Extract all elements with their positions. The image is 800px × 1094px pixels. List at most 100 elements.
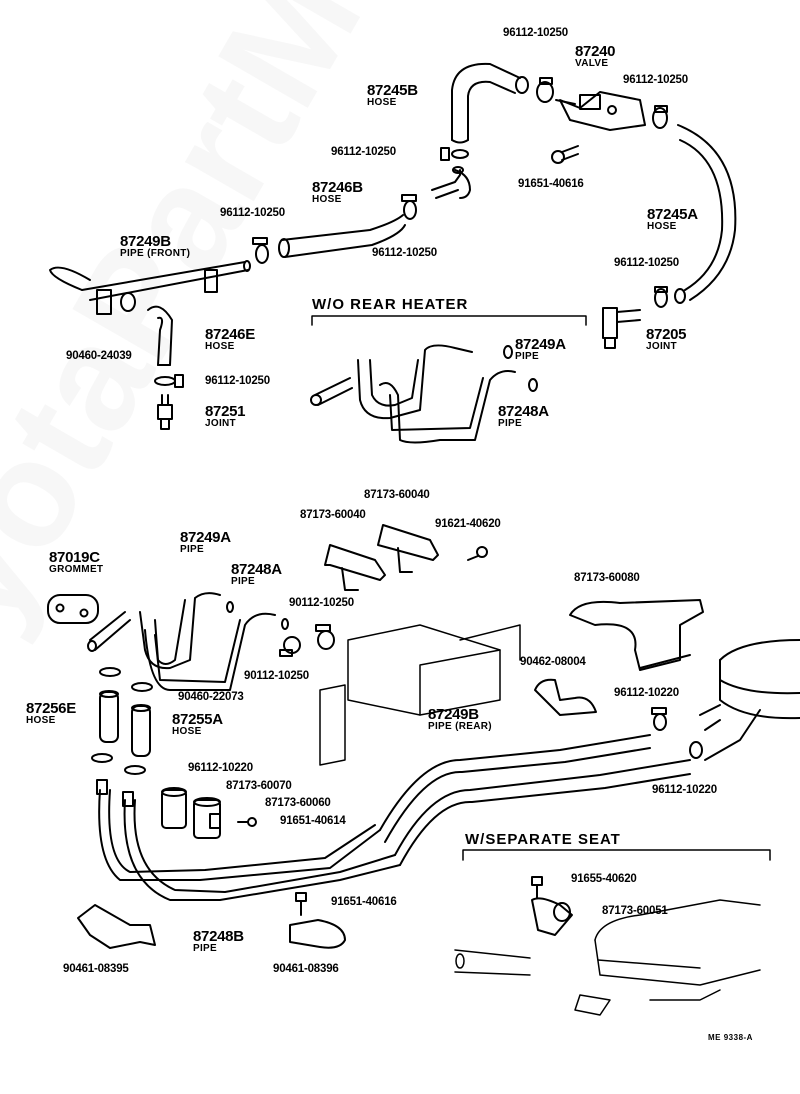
part-label-87173-60080[interactable]: 87173-60080: [574, 572, 640, 584]
clamp-87173-60070-shape: [161, 787, 187, 829]
hose-87246b-shape: [278, 214, 406, 258]
part-label-96112-10220[interactable]: 96112-10220: [652, 784, 717, 796]
part-number: 87205: [646, 326, 687, 343]
section-title-wo-rear-heater: W/O REAR HEATER: [312, 296, 469, 313]
part-label-87173-60060[interactable]: 87173-60060: [265, 797, 331, 809]
clamp-shape: [252, 237, 269, 264]
part-label-87173-60040[interactable]: 87173-60040: [364, 489, 430, 501]
part-label-91651-40614[interactable]: 91651-40614: [280, 815, 346, 827]
hose-87245b-shape: [451, 62, 529, 144]
bolt-shape: [531, 876, 543, 899]
clamp-87173-60060-shape: [193, 797, 221, 839]
part-label-91655-40620[interactable]: 91655-40620: [571, 873, 637, 885]
part-label-90461-08396[interactable]: 90461-08396: [273, 963, 339, 975]
part-label-96112-10250[interactable]: 96112-10250: [372, 247, 437, 259]
section-title-w-separate-seat: W/SEPARATE SEAT: [465, 831, 621, 848]
clamp-shape: [91, 667, 153, 775]
joint-87251-shape: [157, 394, 173, 430]
clamp-87173-60051-shape: [531, 897, 573, 936]
grommet-87019c-shape: [47, 594, 99, 624]
part-name: HOSE: [172, 726, 202, 737]
clamp-shape: [536, 77, 554, 103]
clamp-shape: [651, 707, 667, 731]
clamp-shape: [120, 292, 136, 312]
part-label-96112-10250[interactable]: 96112-10250: [503, 27, 568, 39]
part-label-90112-10250[interactable]: 90112-10250: [244, 670, 309, 682]
part-number: 87249A: [515, 336, 566, 353]
part-number: 87019C: [49, 549, 100, 566]
part-name: JOINT: [205, 418, 236, 429]
heater-unit-shape: [319, 624, 521, 766]
part-label-87173-60051[interactable]: 87173-60051: [602, 905, 668, 917]
part-label-96112-10250[interactable]: 96112-10250: [614, 257, 679, 269]
part-number: 87248A: [231, 561, 282, 578]
clamp-shape: [154, 374, 184, 388]
part-label-87173-60040[interactable]: 87173-60040: [300, 509, 366, 521]
part-number: 87246E: [205, 326, 255, 343]
pipes-wo-rear-heater-shape: [310, 344, 538, 444]
part-label-90112-10250[interactable]: 90112-10250: [289, 597, 354, 609]
part-label-90462-08004[interactable]: 90462-08004: [520, 656, 586, 668]
part-number: 87240: [575, 43, 616, 60]
part-number: 87249B: [120, 233, 171, 250]
clamp-shape: [401, 194, 417, 220]
part-label-96112-10220[interactable]: 96112-10220: [188, 762, 253, 774]
figure-code: ME 9338-A: [708, 1033, 753, 1042]
part-label-91651-40616[interactable]: 91651-40616: [518, 178, 584, 190]
part-name: HOSE: [26, 715, 56, 726]
part-label-96112-10250[interactable]: 96112-10250: [220, 207, 285, 219]
bolt-shape: [467, 546, 488, 561]
part-label-90460-22073[interactable]: 90460-22073: [178, 691, 244, 703]
part-label-96112-10250[interactable]: 96112-10250: [623, 74, 688, 86]
bolt-shape: [551, 145, 579, 164]
section-bracket-w-separate-seat: [462, 849, 771, 861]
part-name: HOSE: [367, 97, 397, 108]
hose-87256e-shape: [99, 690, 119, 743]
bolt-shape: [237, 817, 257, 827]
seat-assembly-shape: [454, 899, 761, 1016]
part-name: HOSE: [312, 194, 342, 205]
elbow-fitting-shape: [431, 166, 471, 199]
clamp-shape: [315, 624, 335, 650]
part-label-96112-10220[interactable]: 96112-10220: [614, 687, 679, 699]
part-label-96112-10250[interactable]: 96112-10250: [205, 375, 270, 387]
part-label-91651-40616[interactable]: 91651-40616: [331, 896, 397, 908]
part-name: PIPE: [231, 576, 255, 587]
pipe-87249b-front-shape: [49, 260, 251, 315]
pipes-87249a-87248a-shape: [87, 592, 289, 691]
part-number: 87251: [205, 403, 246, 420]
part-number: 87248A: [498, 403, 549, 420]
part-label-90460-24039[interactable]: 90460-24039: [66, 350, 132, 362]
part-label-90461-08395[interactable]: 90461-08395: [63, 963, 129, 975]
part-name: PIPE: [180, 544, 204, 555]
pipe-87249b-rear-shape: [379, 734, 691, 866]
part-name: PIPE: [515, 351, 539, 362]
part-name: PIPE: [193, 943, 217, 954]
part-label-91621-40620[interactable]: 91621-40620: [435, 518, 501, 530]
part-label-87173-60070[interactable]: 87173-60070: [226, 780, 292, 792]
part-number: 87249B: [428, 706, 479, 723]
part-number: 87248B: [193, 928, 244, 945]
part-name: HOSE: [647, 221, 677, 232]
clamp-shape: [689, 741, 703, 759]
clamp-shape: [440, 147, 469, 161]
part-label-96112-10250[interactable]: 96112-10250: [331, 146, 396, 158]
